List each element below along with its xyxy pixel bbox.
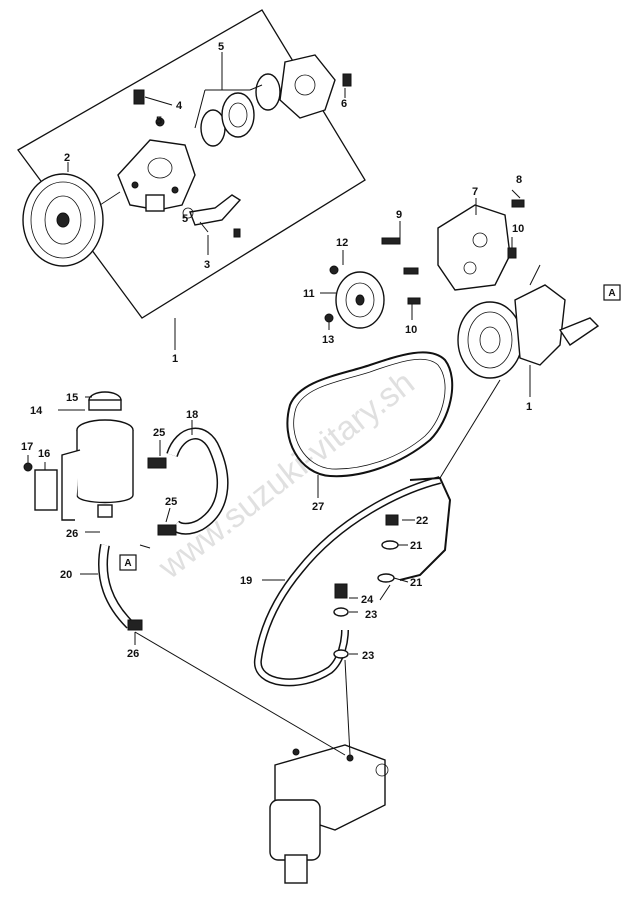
ref-marker-a-pump (603, 284, 621, 301)
bolt (342, 73, 352, 87)
gasket (381, 540, 399, 550)
callout-13: 13 (322, 334, 334, 346)
callout-3: 3 (204, 259, 210, 271)
suction-hose (147, 420, 229, 536)
callout-4: 4 (176, 100, 183, 112)
callout-1-pump: 1 (526, 401, 532, 413)
callout-16: 16 (38, 448, 50, 460)
callout-6: 6 (341, 98, 347, 110)
callout-18: 18 (186, 409, 198, 421)
callout-5-a: 5 (218, 41, 224, 53)
callout-25-b: 25 (165, 496, 177, 508)
callout-27: 27 (312, 501, 324, 513)
callout-2: 2 (64, 152, 70, 164)
callout-labels: 1 2 3 4 5 5 5 6 7 8 9 10 10 11 12 13 1 1… (21, 41, 532, 662)
callout-23-b: 23 (362, 650, 374, 662)
callout-10-b: 10 (405, 324, 417, 336)
callout-17: 17 (21, 441, 33, 453)
inlet-pipe (189, 194, 242, 226)
callout-11: 11 (303, 288, 315, 300)
pump-body (117, 117, 196, 212)
callout-25-a: 25 (153, 427, 165, 439)
callout-9: 9 (396, 209, 402, 221)
union-bolt (334, 583, 348, 599)
gasket (333, 607, 349, 617)
callout-26-b: 26 (127, 648, 139, 660)
hose-clamp (147, 457, 167, 469)
callout-21-b: 21 (410, 577, 422, 589)
ref-marker-a-hose (119, 554, 137, 571)
pump-bracket (437, 204, 511, 291)
steering-gear-box (134, 631, 389, 884)
pump-outlet-pipe (558, 317, 600, 346)
callout-1-top: 1 (172, 353, 178, 365)
union-fitting (133, 89, 145, 105)
pump-installed (320, 189, 600, 397)
bolt (507, 247, 517, 259)
callout-8: 8 (516, 174, 522, 186)
callout-15: 15 (66, 392, 78, 404)
callout-12: 12 (336, 237, 348, 249)
reservoir-tank (23, 391, 134, 533)
callout-22: 22 (416, 515, 428, 527)
gasket-ring (255, 73, 281, 111)
gasket (333, 649, 349, 659)
watermark-text: www.suzuki-vitary.sh (151, 364, 422, 587)
callout-5-b: 5 (156, 115, 162, 127)
pressure-hose (253, 379, 501, 687)
bolt (381, 237, 401, 245)
hose-clamp (157, 524, 177, 536)
callout-7: 7 (472, 186, 478, 198)
bolt (407, 297, 421, 305)
callout-24: 24 (361, 594, 374, 606)
callout-23-a: 23 (365, 609, 377, 621)
callout-19: 19 (240, 575, 252, 587)
pump-rotor (221, 92, 255, 138)
bolt (511, 199, 525, 208)
callout-14: 14 (30, 405, 43, 417)
callout-21-a: 21 (410, 540, 422, 552)
drive-belt (286, 351, 454, 498)
ref-marker-a-pump-label: A (608, 288, 615, 299)
reservoir-bracket (34, 469, 58, 511)
callout-20: 20 (60, 569, 72, 581)
pump-exploded-view (17, 9, 366, 350)
callout-10-a: 10 (512, 223, 524, 235)
bolt (403, 267, 419, 275)
ref-marker-a-hose-label: A (124, 558, 131, 569)
return-hose (80, 544, 151, 645)
hose-clamp (127, 619, 143, 631)
gasket (377, 573, 395, 583)
pump-pulley (22, 173, 121, 267)
pump-cover (279, 54, 336, 119)
union-bolt (385, 514, 399, 526)
callout-5-c: 5 (182, 213, 188, 225)
callout-26-a: 26 (66, 528, 78, 540)
